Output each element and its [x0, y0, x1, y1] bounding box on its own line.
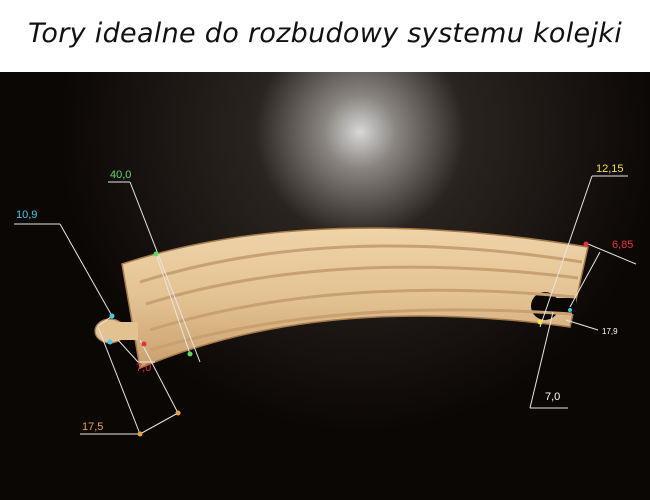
label-40-0: 40,0 [110, 169, 131, 181]
label-7-0-right: 7,0 [545, 391, 560, 403]
label-10-9: 10,9 [16, 209, 37, 221]
track-illustration: 10,9 40,0 7,0 17,5 12,15 6,85 17,9 7,0 [0, 72, 650, 500]
wooden-track [94, 227, 589, 370]
caption-bar: Tory idealne do rozbudowy systemu kolejk… [0, 0, 650, 66]
groove-upper [145, 265, 579, 306]
label-7-0-left: 7,0 [136, 362, 151, 374]
marker-dots [107, 241, 589, 437]
label-6-85: 6,85 [612, 239, 633, 251]
label-12-15: 12,15 [596, 163, 624, 175]
label-17-5: 17,5 [82, 421, 103, 433]
caption-text: Tory idealne do rozbudowy systemu kolejk… [27, 17, 623, 49]
groove-lower [149, 288, 576, 332]
groove-top [139, 244, 583, 284]
groove-bottom [149, 308, 573, 352]
track-photo: 10,9 40,0 7,0 17,5 12,15 6,85 17,9 7,0 [0, 72, 650, 500]
dimension-lines [14, 175, 637, 435]
label-17-9: 17,9 [602, 327, 618, 336]
peg-neck [110, 322, 138, 340]
